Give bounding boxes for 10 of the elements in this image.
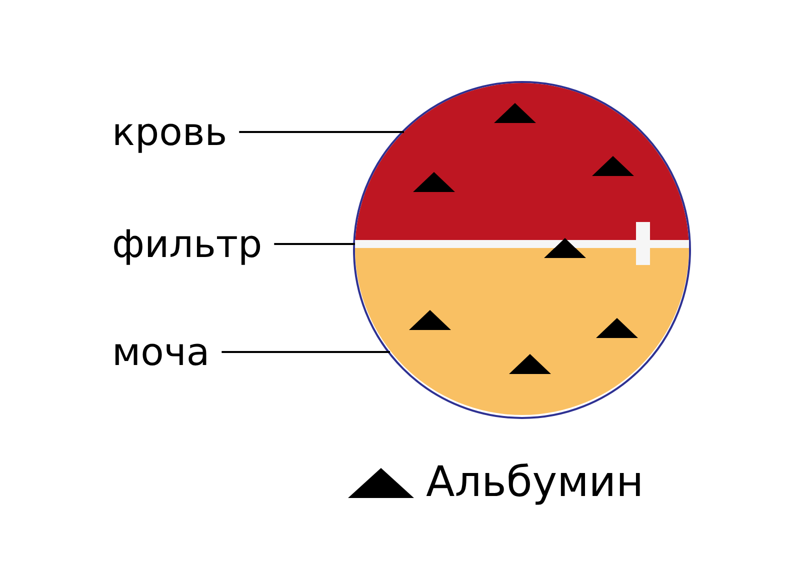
part-label: моча xyxy=(112,330,210,374)
legend-label: Альбумин xyxy=(426,457,644,507)
leader-line xyxy=(239,131,404,133)
filter-membrane xyxy=(355,222,689,265)
leader-line xyxy=(274,243,357,245)
part-label: фильтр xyxy=(112,222,262,266)
blood-region xyxy=(355,83,689,240)
part-label: кровь xyxy=(112,110,228,154)
leader-line xyxy=(222,351,390,353)
urine-region xyxy=(355,248,689,415)
